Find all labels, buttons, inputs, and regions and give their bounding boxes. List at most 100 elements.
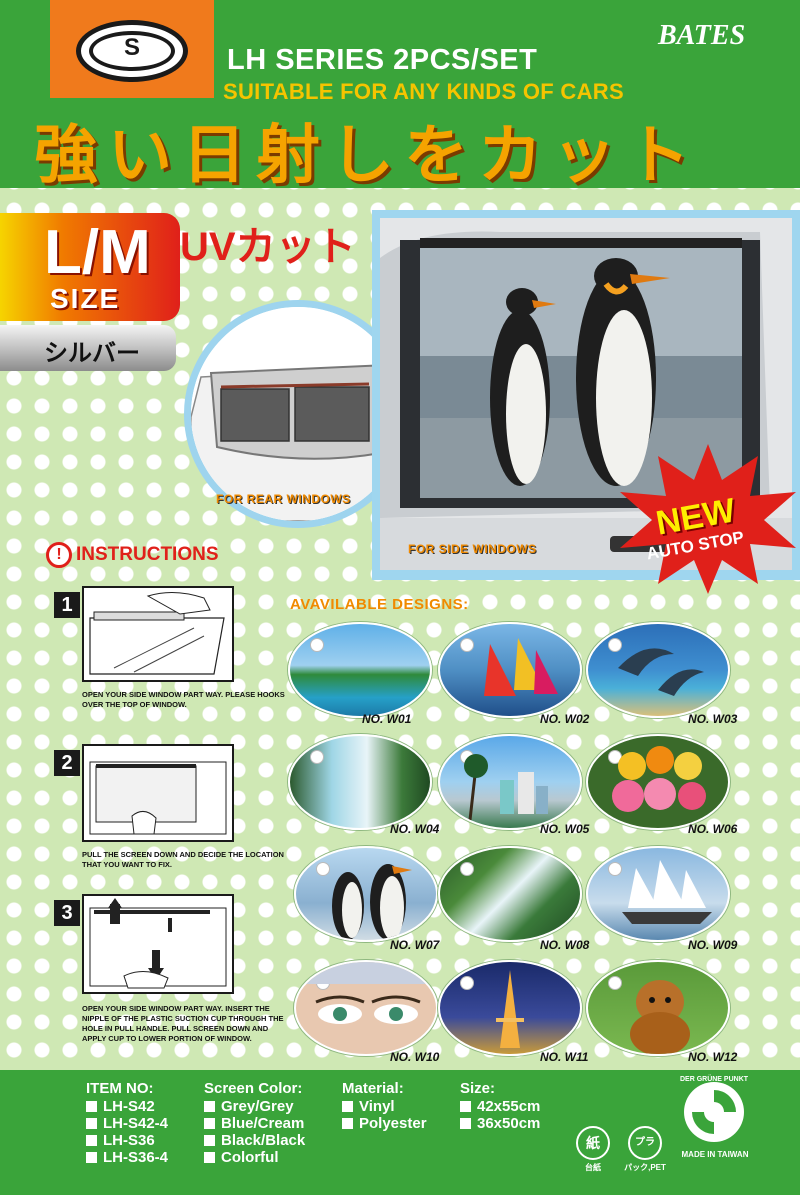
checkbox-icon (204, 1118, 215, 1129)
screen-color-entry: Grey/Grey (204, 1098, 305, 1115)
made-in-label: MADE IN TAIWAN (681, 1150, 749, 1159)
design-w07-label: NO. W07 (390, 938, 440, 952)
step-2-text: PULL THE SCREEN DOWN AND DECIDE THE LOCA… (82, 850, 284, 869)
design-w03 (586, 622, 730, 718)
size-word: SIZE (50, 283, 121, 314)
screen-color-column: Screen Color: Grey/Grey Blue/Cream Black… (204, 1080, 305, 1166)
screen-color-entry: Colorful (204, 1149, 305, 1166)
paper-recycle-caption: 台紙 (585, 1163, 601, 1172)
design-w02-label: NO. W02 (540, 712, 590, 726)
item-no-column: ITEM NO: LH-S42 LH-S42-4 LH-S36 LH-S36-4 (86, 1080, 168, 1166)
size-column: Size: 42x55cm 36x50cm (460, 1080, 540, 1132)
design-w11 (438, 960, 582, 1056)
rear-window-illustration (191, 307, 405, 521)
rear-window-label: FOR REAR WINDOWS (216, 492, 351, 506)
plastic-recycle-caption: パック,PET (624, 1163, 666, 1172)
checkbox-icon (86, 1118, 97, 1129)
checkbox-icon (342, 1118, 353, 1129)
paper-recycle-icon: 紙 (576, 1126, 610, 1160)
header-band: S BATES LH SERIES 2PCS/SET SUITABLE FOR … (0, 0, 800, 191)
gruene-punkt-text: DER GRÜNE PUNKT (679, 1076, 749, 1083)
material-column: Material: Vinyl Polyester (342, 1080, 427, 1132)
uv-cut-label: UVカット (180, 225, 356, 269)
logo-mark: S (123, 34, 140, 61)
item-no-entry: LH-S42-4 (86, 1115, 168, 1132)
suction-hole-icon (460, 638, 474, 652)
designs-title: AVAVILABLE DESIGNS: (290, 596, 469, 613)
design-w04-label: NO. W04 (390, 822, 440, 836)
checkbox-icon (86, 1152, 97, 1163)
suction-hole-icon (608, 976, 622, 990)
japanese-headline: 強い日射しをカット (34, 119, 700, 191)
size-entry: 36x50cm (460, 1115, 540, 1132)
design-w10-label: NO. W10 (390, 1050, 440, 1064)
design-w11-label: NO. W11 (540, 1050, 589, 1064)
material-title: Material: (342, 1080, 404, 1097)
instructions-heading: ! INSTRUCTIONS (46, 540, 219, 570)
design-w04 (288, 734, 432, 830)
instructions-title: INSTRUCTIONS (76, 544, 219, 565)
exclamation-icon: ! (46, 542, 72, 568)
design-w08-label: NO. W08 (540, 938, 590, 952)
plastic-recycle-mark: プラ パック,PET (620, 1126, 670, 1173)
size-value: L/M (44, 218, 151, 287)
checkbox-icon (86, 1101, 97, 1112)
suitable-subtitle: SUITABLE FOR ANY KINDS OF CARS (223, 79, 624, 104)
design-w05 (438, 734, 582, 830)
side-window-label: FOR SIDE WINDOWS (408, 542, 537, 556)
design-w06-label: NO. W06 (688, 822, 738, 836)
suction-hole-icon (310, 638, 324, 652)
brand-logo: S (50, 0, 214, 98)
checkbox-icon (86, 1135, 97, 1146)
design-w05-label: NO. W05 (540, 822, 590, 836)
plastic-recycle-icon: プラ (628, 1126, 662, 1160)
design-w12-label: NO. W12 (688, 1050, 738, 1064)
step-number-1: 1 (54, 592, 80, 618)
step-3-illustration (82, 894, 234, 994)
design-w06 (586, 734, 730, 830)
series-title: LH SERIES 2PCS/SET (227, 44, 538, 76)
design-w09 (586, 846, 730, 942)
checkbox-icon (204, 1135, 215, 1146)
logo-ring-icon: S (76, 20, 188, 82)
material-entry: Polyester (342, 1115, 427, 1132)
step-number-2: 2 (54, 750, 80, 776)
step-1-text: OPEN YOUR SIDE WINDOW PART WAY. PLEASE H… (82, 690, 285, 709)
size-title: Size: (460, 1080, 496, 1097)
suction-hole-icon (608, 638, 622, 652)
suction-hole-icon (310, 750, 324, 764)
checkbox-icon (342, 1101, 353, 1112)
design-w09-label: NO. W09 (688, 938, 738, 952)
design-w07 (294, 846, 438, 942)
suction-hole-icon (316, 862, 330, 876)
checkbox-icon (204, 1101, 215, 1112)
item-no-entry: LH-S42 (86, 1098, 168, 1115)
design-w01-label: NO. W01 (362, 712, 412, 726)
color-badge: シルバー (0, 325, 176, 371)
design-w02 (438, 622, 582, 718)
design-w01 (288, 622, 432, 718)
suction-hole-icon (608, 862, 622, 876)
brand-name: BATES (658, 20, 746, 51)
step-number-3: 3 (54, 900, 80, 926)
checkbox-icon (460, 1101, 471, 1112)
gruene-punkt-icon (684, 1082, 744, 1142)
color-label: シルバー (44, 340, 140, 367)
step-2-illustration (82, 744, 234, 842)
design-w12 (586, 960, 730, 1056)
size-entry: 42x55cm (460, 1098, 540, 1115)
item-no-entry: LH-S36-4 (86, 1149, 168, 1166)
screen-color-entry: Black/Black (204, 1132, 305, 1149)
step-1-illustration (82, 586, 234, 682)
step-3-text: OPEN YOUR SIDE WINDOW PART WAY. INSERT T… (82, 1004, 284, 1043)
screen-color-title: Screen Color: (204, 1080, 303, 1097)
screen-color-entry: Blue/Cream (204, 1115, 305, 1132)
design-w10 (294, 960, 438, 1056)
footer-band: ITEM NO: LH-S42 LH-S42-4 LH-S36 LH-S36-4… (0, 1070, 800, 1195)
checkbox-icon (460, 1118, 471, 1129)
item-no-entry: LH-S36 (86, 1132, 168, 1149)
checkbox-icon (204, 1152, 215, 1163)
suction-hole-icon (460, 862, 474, 876)
design-w03-label: NO. W03 (688, 712, 738, 726)
